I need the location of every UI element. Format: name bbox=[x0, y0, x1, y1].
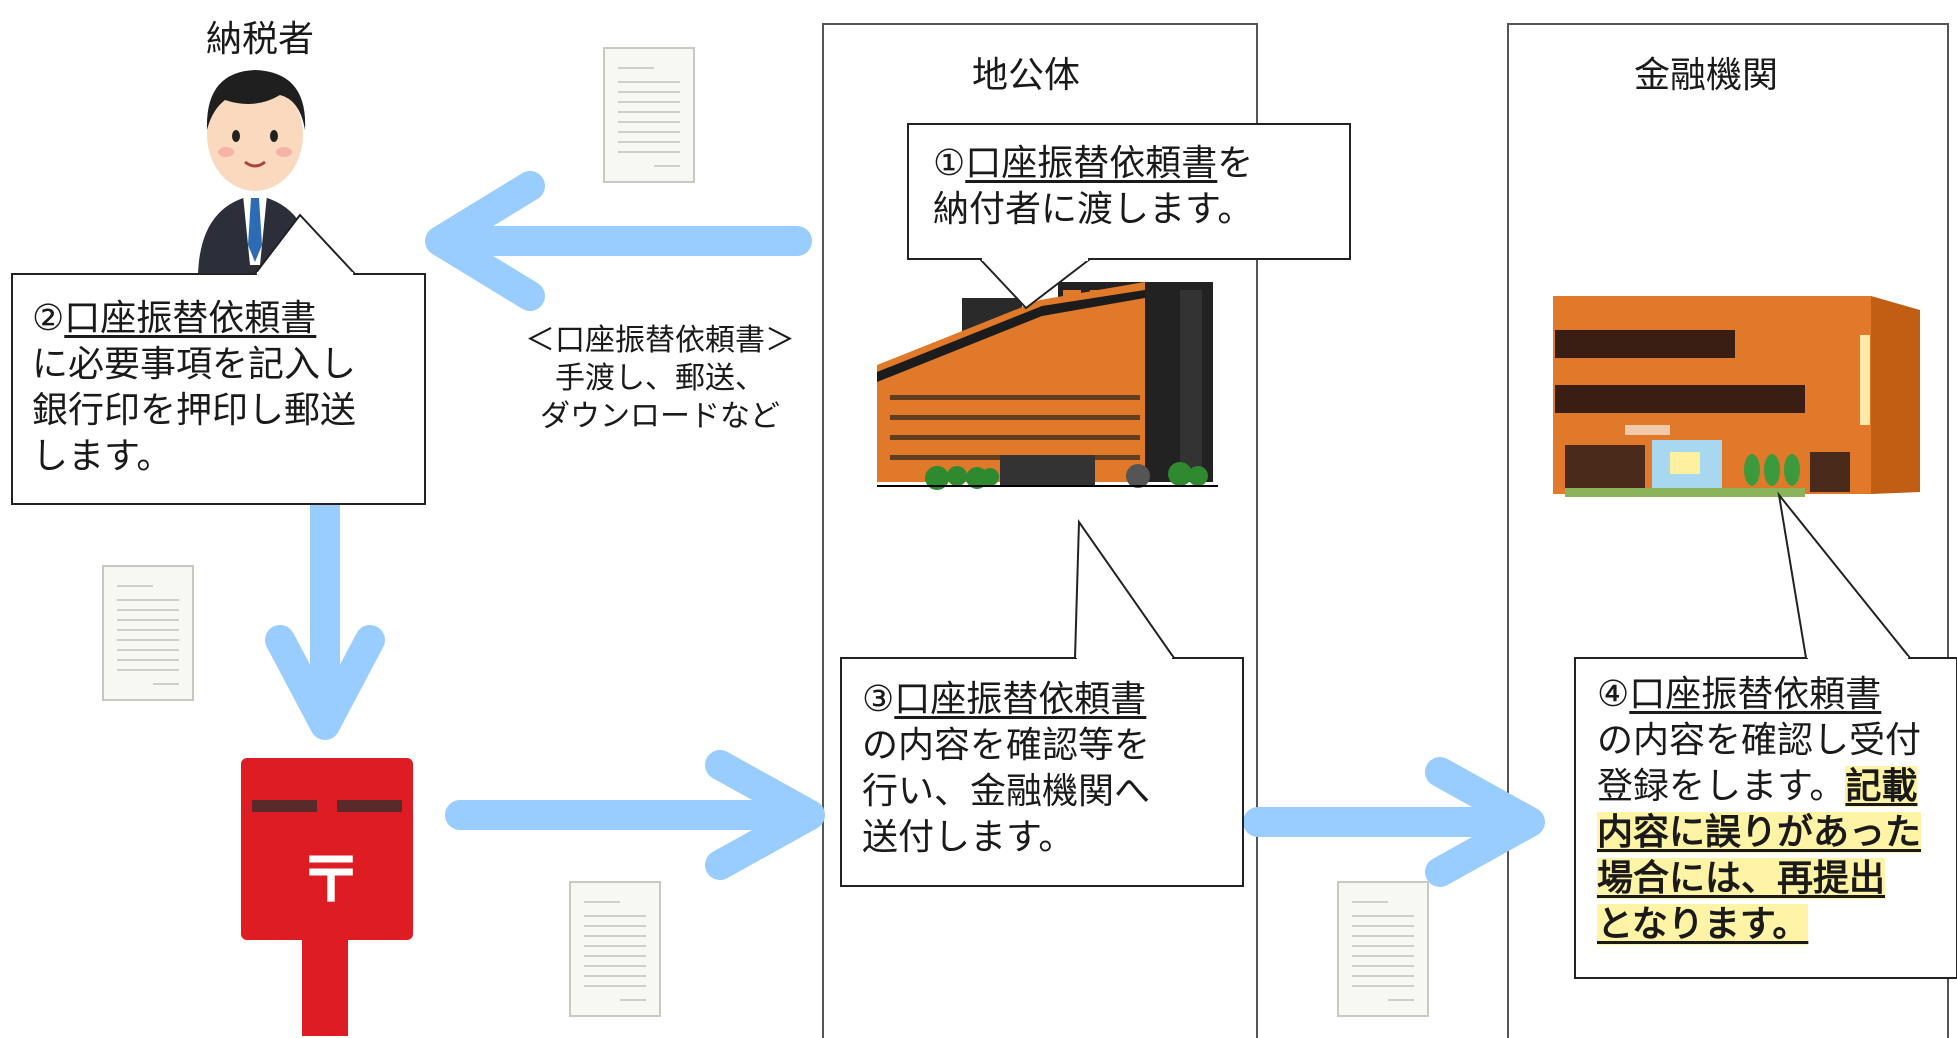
document-icon bbox=[603, 47, 695, 183]
transfer-method-note: ＜口座振替依頼書＞ 手渡し、郵送、 ダウンロードなど bbox=[500, 322, 820, 436]
step2-document: 口座振替依頼書 bbox=[64, 298, 317, 339]
lane-title-taxpayer: 納税者 bbox=[206, 19, 315, 60]
transfer-note-line3: ダウンロードなど bbox=[540, 399, 780, 434]
step3-line2: の内容を確認等を bbox=[862, 725, 1151, 766]
step3-number: ③ bbox=[862, 679, 895, 720]
arrow-mailbox-to-localgov bbox=[445, 750, 825, 880]
lane-title-bank: 金融機関 bbox=[1634, 55, 1779, 96]
callout-step2 bbox=[11, 213, 426, 505]
step1-document: 口座振替依頼書 bbox=[965, 143, 1218, 184]
step4-line2: の内容を確認し受付 bbox=[1597, 720, 1922, 761]
arrow-localgov-to-bank bbox=[1243, 757, 1545, 887]
step4-document: 口座振替依頼書 bbox=[1629, 674, 1882, 715]
person-icon bbox=[198, 70, 313, 275]
step3-text: ③口座振替依頼書 の内容を確認等を 行い、金融機関へ 送付します。 bbox=[862, 677, 1237, 861]
step3-document: 口座振替依頼書 bbox=[894, 679, 1147, 720]
callout-step1 bbox=[907, 123, 1351, 310]
step1-suffix: を bbox=[1217, 143, 1254, 184]
step2-number: ② bbox=[32, 298, 65, 339]
document-icon bbox=[1337, 881, 1429, 1017]
mailbox-icon bbox=[241, 758, 413, 1036]
arrow-taxpayer-to-mailbox bbox=[265, 485, 385, 740]
transfer-note-line2: 手渡し、郵送、 bbox=[555, 361, 765, 396]
step4-text: ④口座振替依頼書 の内容を確認し受付 登録をします。記載 内容に誤りがあった 場… bbox=[1597, 672, 1955, 948]
step2-line2: に必要事項を記入し bbox=[32, 344, 357, 385]
document-icon bbox=[102, 565, 194, 701]
step4-number: ④ bbox=[1597, 674, 1630, 715]
step4-warning-line5: 場合には、再提出 bbox=[1597, 858, 1886, 899]
step1-text: ①口座振替依頼書を 納付者に渡します。 bbox=[933, 141, 1343, 233]
bank-lane bbox=[1507, 23, 1949, 1038]
step2-line4: します。 bbox=[32, 436, 173, 477]
document-icon bbox=[569, 881, 661, 1017]
transfer-note-title: ＜口座振替依頼書＞ bbox=[525, 323, 795, 358]
lane-title-localgov: 地公体 bbox=[972, 55, 1081, 96]
city-hall-building-icon bbox=[877, 282, 1218, 490]
step2-line3: 銀行印を押印し郵送 bbox=[32, 390, 357, 431]
postal-mark: 〒 bbox=[300, 843, 363, 916]
step3-line3: 行い、金融機関へ bbox=[862, 771, 1151, 812]
step4-warning-line4: 内容に誤りがあった bbox=[1597, 812, 1922, 853]
localgov-lane bbox=[822, 23, 1258, 1038]
step3-line4: 送付します。 bbox=[862, 817, 1075, 858]
callout-step3 bbox=[840, 518, 1244, 887]
bank-building-icon bbox=[1553, 296, 1920, 497]
step2-text: ②口座振替依頼書 に必要事項を記入し 銀行印を押印し郵送 します。 bbox=[32, 296, 422, 480]
step1-number: ① bbox=[933, 143, 966, 184]
step1-line2: 納付者に渡します。 bbox=[933, 189, 1254, 230]
step4-warning-line6: となります。 bbox=[1597, 904, 1809, 945]
step4-warning-start: 記載 bbox=[1845, 766, 1918, 807]
step4-line3a: 登録をします。 bbox=[1597, 766, 1846, 807]
arrow-localgov-to-taxpayer bbox=[425, 171, 812, 311]
